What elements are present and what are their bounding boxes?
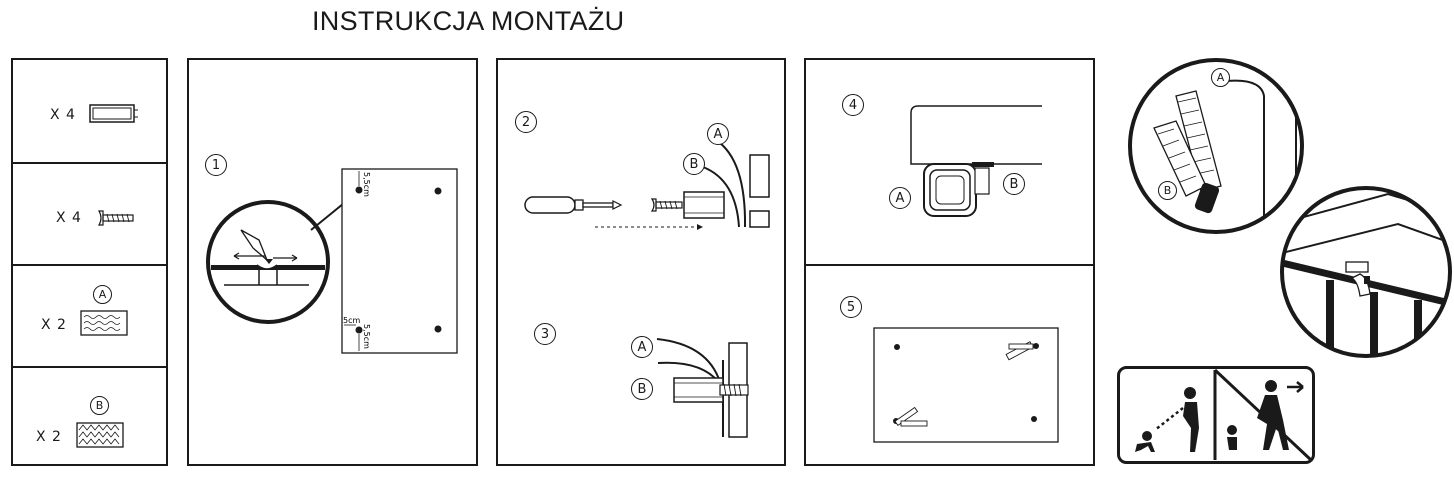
label-a: A: [707, 123, 729, 145]
screw-icon: [97, 210, 134, 226]
velcro-wrap-detail: [1128, 58, 1304, 234]
label-a: A: [631, 336, 653, 358]
label-b: B: [1158, 181, 1177, 200]
velcro-loop-strip-icon: [80, 310, 128, 336]
label-a: A: [1211, 68, 1230, 87]
step-2-3-drawing: [524, 139, 770, 438]
part-qty: X 2: [41, 317, 67, 333]
step-5-drawing: [873, 327, 1059, 443]
part-qty: X 2: [36, 429, 62, 445]
step-number: 5: [840, 296, 862, 318]
part-row-strip-b: B X 2: [13, 366, 166, 466]
step-2-3-panel: 2 3 A B A B: [496, 58, 786, 466]
dimension-bottom-offset: 5,5cm: [362, 324, 371, 349]
page-title: INSTRUKCJA MONTAŻU: [312, 6, 625, 36]
label-b: B: [683, 153, 705, 175]
label-b: B: [1003, 173, 1025, 195]
step-4-cell: 4 A B: [806, 60, 1093, 264]
spacer-tube-icon: [89, 104, 138, 123]
part-row-strip-a: A X 2: [13, 264, 166, 366]
step-number: 4: [842, 94, 864, 116]
dimension-side-offset: 5cm: [343, 316, 360, 325]
step-number: 2: [515, 111, 537, 133]
part-row-screw: X 4: [13, 162, 166, 264]
label-a: A: [889, 187, 911, 209]
safety-warning-pictogram: [1117, 366, 1315, 464]
step-number: 3: [534, 323, 556, 345]
step-5-cell: 5: [806, 264, 1093, 466]
velcro-hook-strip-icon: [76, 422, 124, 448]
part-badge: B: [90, 396, 109, 415]
step-4-5-panel: 4 A B 5: [804, 58, 1095, 466]
dimension-top-offset: 5,5cm: [362, 172, 371, 197]
step-4-drawing: [910, 105, 1042, 217]
step-1-panel: 1 5,5cm 5,5cm 5cm: [187, 58, 478, 466]
label-b: B: [631, 378, 653, 400]
part-qty: X 4: [56, 210, 82, 226]
step-number: 1: [205, 154, 227, 176]
part-row-spacer: X 4: [13, 60, 166, 162]
crib-rail-detail: [1280, 186, 1452, 358]
parts-list-panel: X 4 X 4 A X 2 B X 2: [11, 58, 168, 466]
part-badge: A: [93, 285, 112, 304]
drill-detail-magnifier: 5,5cm 5,5cm 5cm: [206, 168, 458, 354]
part-qty: X 4: [50, 107, 76, 123]
